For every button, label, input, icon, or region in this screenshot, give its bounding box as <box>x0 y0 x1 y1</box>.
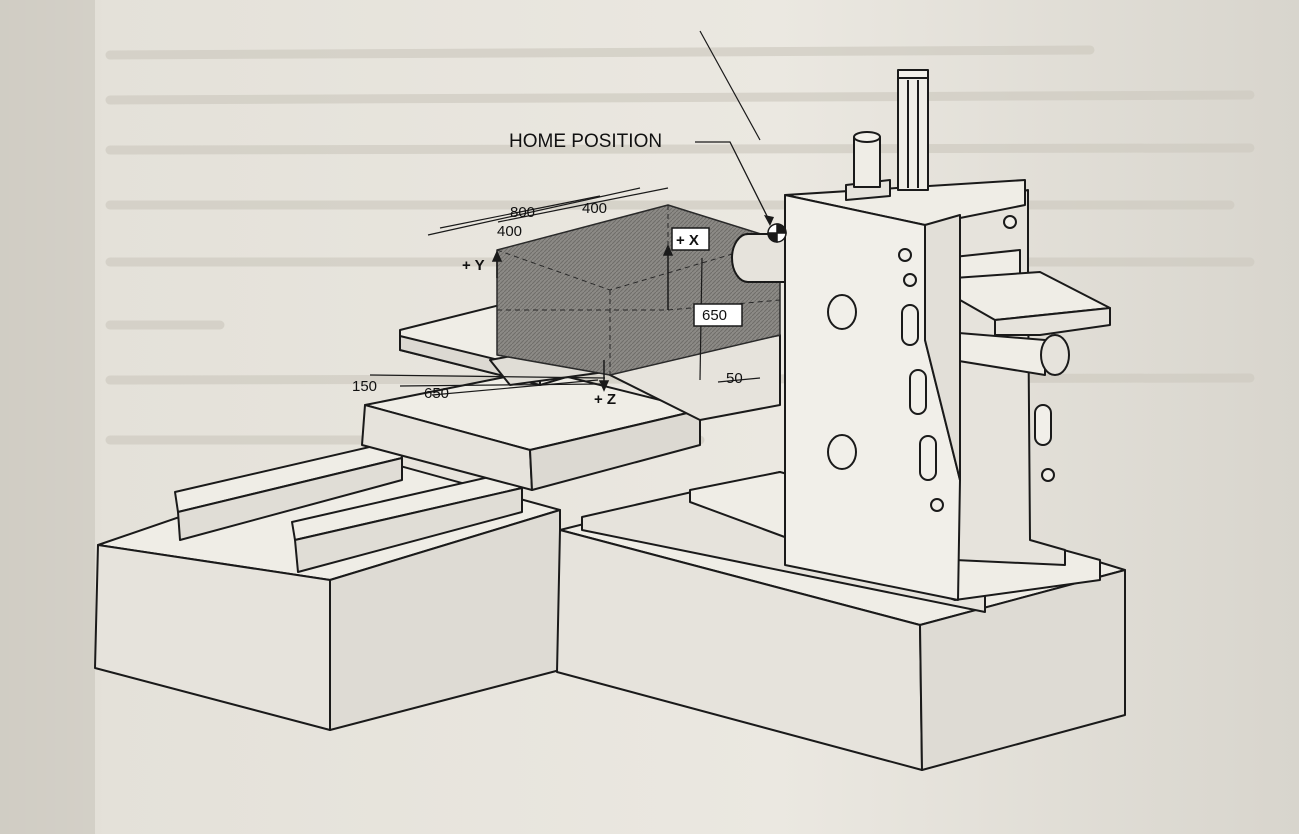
dim-height-650: 650 <box>702 307 727 324</box>
spindle <box>731 233 788 283</box>
page-edge-shadow <box>0 0 95 834</box>
dim-top-400-right: 400 <box>582 200 607 217</box>
plus-x-label: + X <box>676 232 699 249</box>
dim-bottom-50: 50 <box>726 370 743 387</box>
home-leader-arrow <box>764 215 774 226</box>
dim-bottom-650: 650 <box>424 385 449 402</box>
dim-bottom-150: 150 <box>352 378 377 395</box>
dim-650-box <box>693 303 743 327</box>
home-position-marker <box>767 223 787 243</box>
dim-top-400-left: 400 <box>497 223 522 240</box>
plus-x-box <box>671 227 710 251</box>
plus-z-label: + Z <box>594 391 616 408</box>
cross-slide <box>361 334 781 491</box>
column-top-motors <box>845 69 929 201</box>
axis-arrows <box>491 244 674 392</box>
plus-y-label: + Y <box>462 257 485 274</box>
guide-rails <box>174 439 523 573</box>
dim-top-800: 800 <box>510 204 535 221</box>
home-position-label: HOME POSITION <box>509 131 662 152</box>
home-leader <box>695 141 771 223</box>
